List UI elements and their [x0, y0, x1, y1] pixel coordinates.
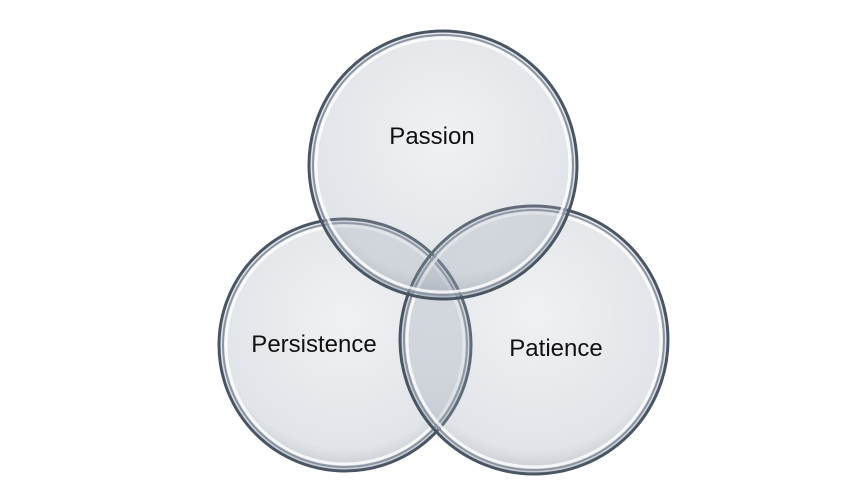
label-persistence: Persistence — [251, 331, 377, 358]
label-passion: Passion — [389, 123, 475, 150]
label-patience: Patience — [509, 335, 603, 362]
circle-passion — [307, 29, 579, 301]
